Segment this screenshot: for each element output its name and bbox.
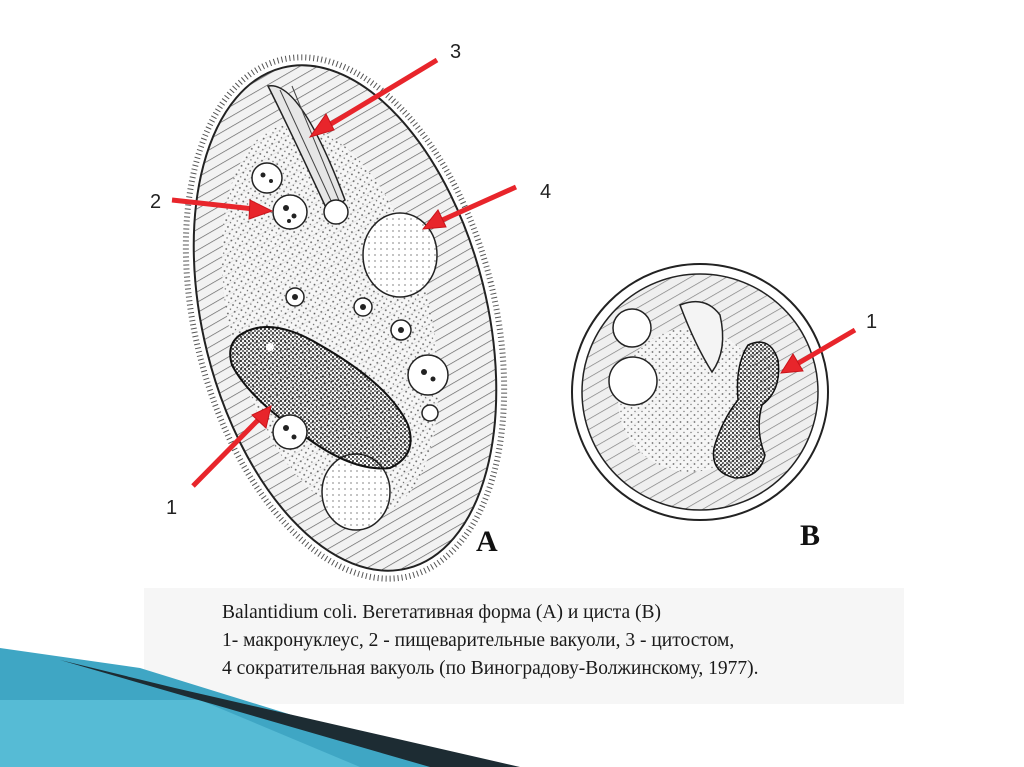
label-a: A (476, 525, 498, 558)
caption-line-2: 1- макронуклеус, 2 - пищеварительные вак… (222, 630, 735, 651)
label-b: B (800, 519, 820, 552)
caption-line-1: Balantidium coli. Вегетативная форма (А)… (222, 602, 661, 623)
label-3: 3 (450, 41, 461, 63)
label-4: 4 (540, 181, 551, 203)
caption-line-3: 4 сократительная вакуоль (по Виноградову… (222, 658, 759, 679)
label-2: 2 (150, 191, 161, 213)
red-arrow-icon (171, 57, 857, 488)
label-1-left: 1 (166, 497, 177, 519)
caption-box: Balantidium coli. Вегетативная форма (А)… (144, 588, 904, 704)
cyst-b (571, 263, 829, 521)
label-1-right: 1 (866, 311, 877, 333)
